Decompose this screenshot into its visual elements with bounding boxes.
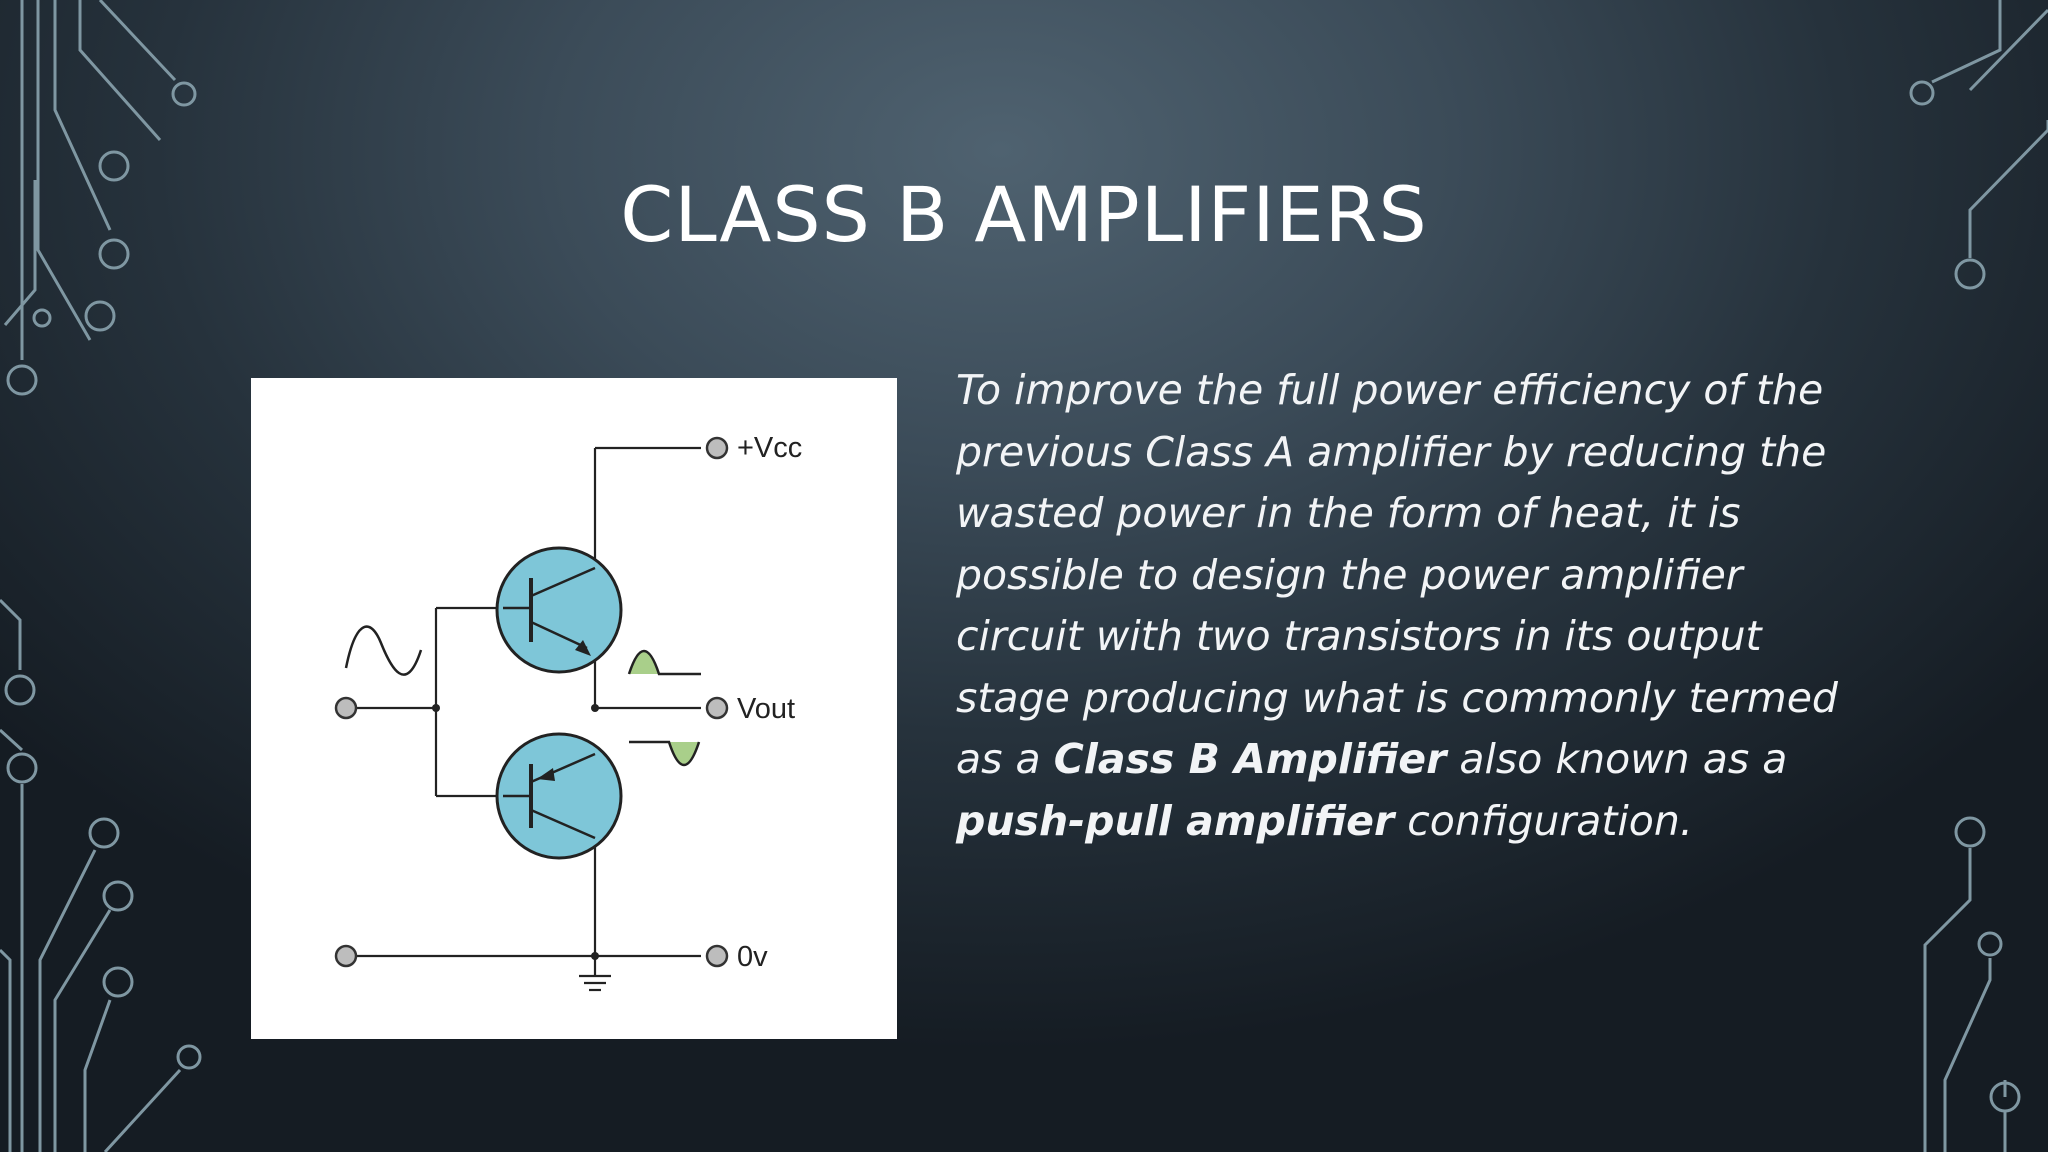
push-pull-term: push-pull amplifier [956,796,1395,845]
body-intro-text: To improve the full power efficiency of … [956,366,1838,783]
body-end-text: configuration. [1394,796,1693,845]
slide-title: CLASS B AMPLIFIERS [620,170,1428,259]
class-b-amplifier-circuit-diagram: +Vcc Vout 0v [251,378,897,1039]
junction-dots [432,704,599,960]
body-mid-text: also known as a [1446,735,1788,783]
npn-transistor [495,546,623,674]
ground-terminal [705,944,729,968]
ground-label: 0v [737,941,768,973]
body-paragraph: To improve the full power efficiency of … [956,360,1876,852]
vcc-label: +Vcc [737,432,802,464]
vout-label: Vout [737,693,795,725]
pnp-transistor [495,732,623,860]
circuit-decoration-left [0,0,202,1152]
class-b-term: Class B Amplifier [1053,735,1447,783]
negative-half-wave-icon [629,740,701,766]
vcc-terminal [705,436,729,460]
input-sine-wave-icon [344,625,423,676]
input-terminal [334,696,358,720]
circuit-schematic: +Vcc Vout 0v [334,432,802,992]
ground-symbol [579,974,611,992]
vout-terminal [705,696,729,720]
input-ground-terminal [334,944,358,968]
positive-half-wave-icon [627,650,701,676]
